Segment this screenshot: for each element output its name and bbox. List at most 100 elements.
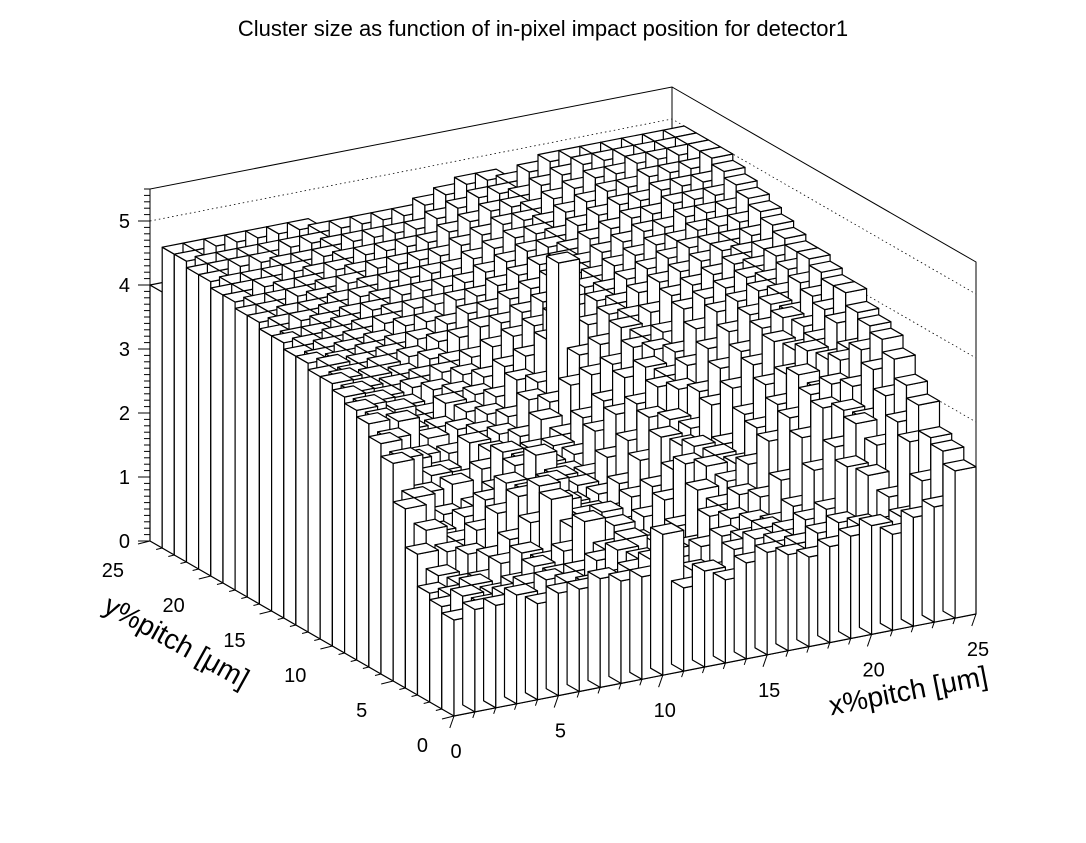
bar-face-left: [670, 580, 685, 672]
bar-face-top: [392, 497, 427, 510]
bar-face-top: [834, 455, 869, 468]
bar-face-left: [429, 598, 443, 710]
y-tick: [338, 652, 345, 655]
bar-face-left: [649, 526, 664, 676]
x-tick-label: 20: [862, 659, 884, 681]
bar-face-left: [754, 544, 768, 656]
x-tick: [597, 687, 601, 694]
bar-face-top: [857, 314, 892, 327]
bar-face-top: [632, 355, 668, 368]
bar-face-top: [523, 443, 558, 456]
bar-face-top: [684, 478, 720, 491]
y-tick-label: 20: [163, 595, 185, 617]
chart-title: Cluster size as function of in-pixel imp…: [238, 16, 848, 41]
bar-face-left: [483, 597, 497, 709]
bar-face-top: [439, 472, 474, 485]
bar-face-top: [450, 584, 485, 597]
bar-face-top: [418, 463, 453, 477]
bar-face-left: [173, 253, 188, 563]
bar-face-top: [344, 398, 379, 411]
bar-face-top: [358, 364, 393, 378]
bar-face-top: [893, 373, 929, 386]
x-tick: [762, 654, 768, 667]
y-tick: [411, 694, 418, 697]
x-tick: [681, 670, 685, 678]
y-tick: [228, 589, 236, 592]
y-tick-label: 15: [223, 630, 245, 652]
x-tick: [449, 715, 455, 729]
bar-face-left: [380, 455, 394, 682]
y-tick: [399, 687, 406, 690]
bar-face-top: [385, 409, 420, 422]
bar-face-top: [869, 327, 904, 340]
y-tick: [156, 547, 163, 550]
bar: [858, 513, 894, 636]
y-tick-label: 10: [284, 665, 306, 687]
bar-face-top: [845, 300, 880, 314]
x-tick: [534, 699, 538, 706]
bar-face-left: [566, 581, 580, 693]
bar-face-left: [587, 570, 601, 689]
bar-face-top: [432, 391, 467, 404]
y-tick: [137, 540, 151, 545]
bar-face-left: [608, 573, 622, 685]
bar-face-top: [545, 251, 581, 264]
bar-face-top: [758, 292, 793, 305]
bar-face-left: [185, 267, 200, 570]
y-tick-label: 25: [102, 560, 124, 582]
bar-face-top: [382, 398, 417, 411]
bar-face-left: [210, 287, 224, 584]
bar-face-top: [366, 353, 401, 367]
bar-face-left: [368, 436, 382, 675]
bar-face-left: [198, 274, 212, 577]
bar-face-top: [368, 431, 403, 445]
bar-face-top: [604, 538, 640, 551]
bar-face-left: [271, 335, 285, 619]
x-tick: [806, 646, 810, 653]
bar-face-top: [930, 439, 965, 452]
bar-face-top: [770, 306, 805, 319]
x-tick-label: 10: [654, 700, 676, 722]
bar-face-left: [307, 369, 321, 640]
bar-face-left: [712, 572, 727, 664]
bar-face-top: [490, 440, 525, 453]
bar-face-left: [796, 549, 810, 648]
bar-face-left: [879, 526, 894, 631]
bar-face-left: [319, 376, 333, 647]
bar-face-top: [649, 522, 685, 536]
x-tick: [553, 695, 559, 708]
bar-face-top: [759, 213, 795, 226]
bar-face-left: [344, 402, 358, 661]
y-tick: [289, 624, 297, 627]
y-tick: [216, 582, 224, 585]
x-tick: [658, 675, 664, 688]
x-tick-label: 25: [967, 639, 989, 661]
x-tick: [848, 638, 852, 645]
bar-face-top: [521, 554, 556, 568]
bar-face-top: [772, 226, 807, 240]
bar-face-top: [905, 393, 941, 406]
y-tick-label: 5: [356, 700, 367, 722]
bar-face-left: [775, 547, 789, 652]
bar-face-left: [356, 416, 370, 668]
bar-face-top: [681, 434, 716, 447]
bar-face-left: [900, 509, 915, 627]
y-tick: [277, 617, 284, 620]
bar-face-top: [380, 451, 415, 464]
bar-face-front: [954, 466, 977, 619]
bar-face-top: [404, 542, 439, 555]
bar-face-top: [691, 559, 727, 572]
x-tick: [971, 613, 977, 627]
bar-face-left: [295, 355, 309, 633]
bar-face-left: [942, 463, 956, 619]
y-tick: [314, 638, 321, 641]
bar-face-top: [657, 407, 692, 421]
bar-face-top: [413, 518, 448, 531]
bar-face-top: [613, 527, 648, 540]
bar-face-left: [858, 517, 873, 636]
x-tick: [827, 642, 831, 649]
bar-face-top: [735, 186, 770, 199]
y-tick: [198, 575, 211, 580]
y-tick: [168, 554, 175, 557]
bar-face-left: [462, 601, 476, 713]
